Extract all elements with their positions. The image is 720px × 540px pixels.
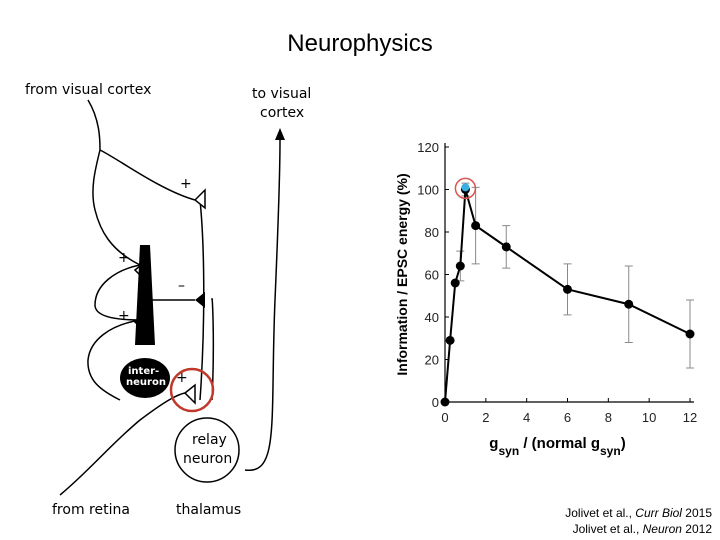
arrow-up-icon [275, 128, 285, 140]
label-from-visual-cortex: from visual cortex [25, 82, 152, 98]
x-tick-label: 10 [642, 410, 656, 425]
cortical-fiber-tail [94, 264, 141, 321]
label-plus: + [176, 370, 188, 386]
highlight-ring [169, 367, 215, 413]
y-tick-label: 60 [425, 268, 439, 283]
data-point [685, 329, 695, 339]
y-tick-label: 120 [417, 140, 439, 155]
citation-year: 2012 [681, 522, 712, 536]
highlight-ring [454, 177, 477, 200]
inhibitory-synapse-icon [195, 292, 205, 308]
citation-line-1: Jolivet et al., Curr Biol 2015 [565, 505, 712, 521]
cortical-fiber [87, 99, 141, 266]
relay-axon [244, 139, 281, 471]
data-point [455, 261, 465, 271]
x-tick-label: 6 [564, 410, 571, 425]
label-minus: – [178, 278, 185, 294]
y-tick-label: 80 [425, 225, 439, 240]
page-title: Neurophysics [287, 30, 433, 57]
citation-journal: Curr Biol [635, 506, 682, 520]
label-interneuron-1: inter- [128, 366, 160, 377]
label-to-visual-cortex-1: to visual [252, 86, 312, 102]
label-plus: + [180, 176, 192, 192]
label-from-retina: from retina [52, 502, 130, 518]
label-interneuron-2: neuron [126, 377, 166, 388]
relay-dendrite-1 [199, 199, 205, 401]
interneuron-soma [120, 358, 170, 398]
citation: Jolivet et al., Curr Biol 2015 Jolivet e… [565, 505, 712, 537]
label-thalamus: thalamus [176, 502, 242, 518]
label-plus: + [118, 308, 130, 324]
excitatory-synapse-icon [183, 383, 196, 405]
interneuron-body [135, 245, 155, 345]
highlight-point [461, 183, 470, 192]
label-relay-1: relay [192, 432, 227, 448]
data-point [445, 335, 455, 345]
data-point [471, 221, 481, 231]
citation-journal: Neuron [642, 522, 682, 536]
x-tick-label: 4 [523, 410, 530, 425]
label-relay-2: neuron [183, 451, 233, 467]
data-point [563, 284, 572, 294]
retinal-fiber-branch [87, 319, 141, 401]
citation-author: Jolivet et al., [572, 522, 643, 536]
series-line [444, 189, 691, 403]
x-tick-label: 12 [683, 410, 697, 425]
y-tick-label: 40 [425, 310, 439, 325]
x-tick-label: 2 [482, 410, 489, 425]
relay-dendrite-2 [211, 297, 215, 401]
label-to-visual-cortex-2: cortex [260, 105, 305, 121]
excitatory-synapse-icon [193, 188, 206, 210]
data-point [450, 278, 460, 288]
y-axis-label: Information / EPSC energy (%) [394, 173, 410, 375]
x-tick-label: 8 [605, 410, 612, 425]
data-point [501, 242, 511, 252]
y-tick-label: 0 [432, 395, 439, 410]
data-point [440, 397, 450, 407]
x-tick-label: 0 [441, 410, 448, 425]
x-axis-label: gsyn / (normal gsyn) [489, 435, 625, 458]
citation-year: 2015 [681, 506, 712, 520]
relay-neuron-soma [174, 417, 240, 483]
data-point [624, 299, 634, 309]
y-tick-label: 100 [417, 183, 439, 198]
citation-author: Jolivet et al., [565, 506, 636, 520]
cortical-fiber-branch [99, 149, 196, 201]
y-tick-label: 20 [425, 353, 439, 368]
label-plus: + [118, 250, 130, 266]
citation-line-2: Jolivet et al., Neuron 2012 [565, 521, 712, 537]
